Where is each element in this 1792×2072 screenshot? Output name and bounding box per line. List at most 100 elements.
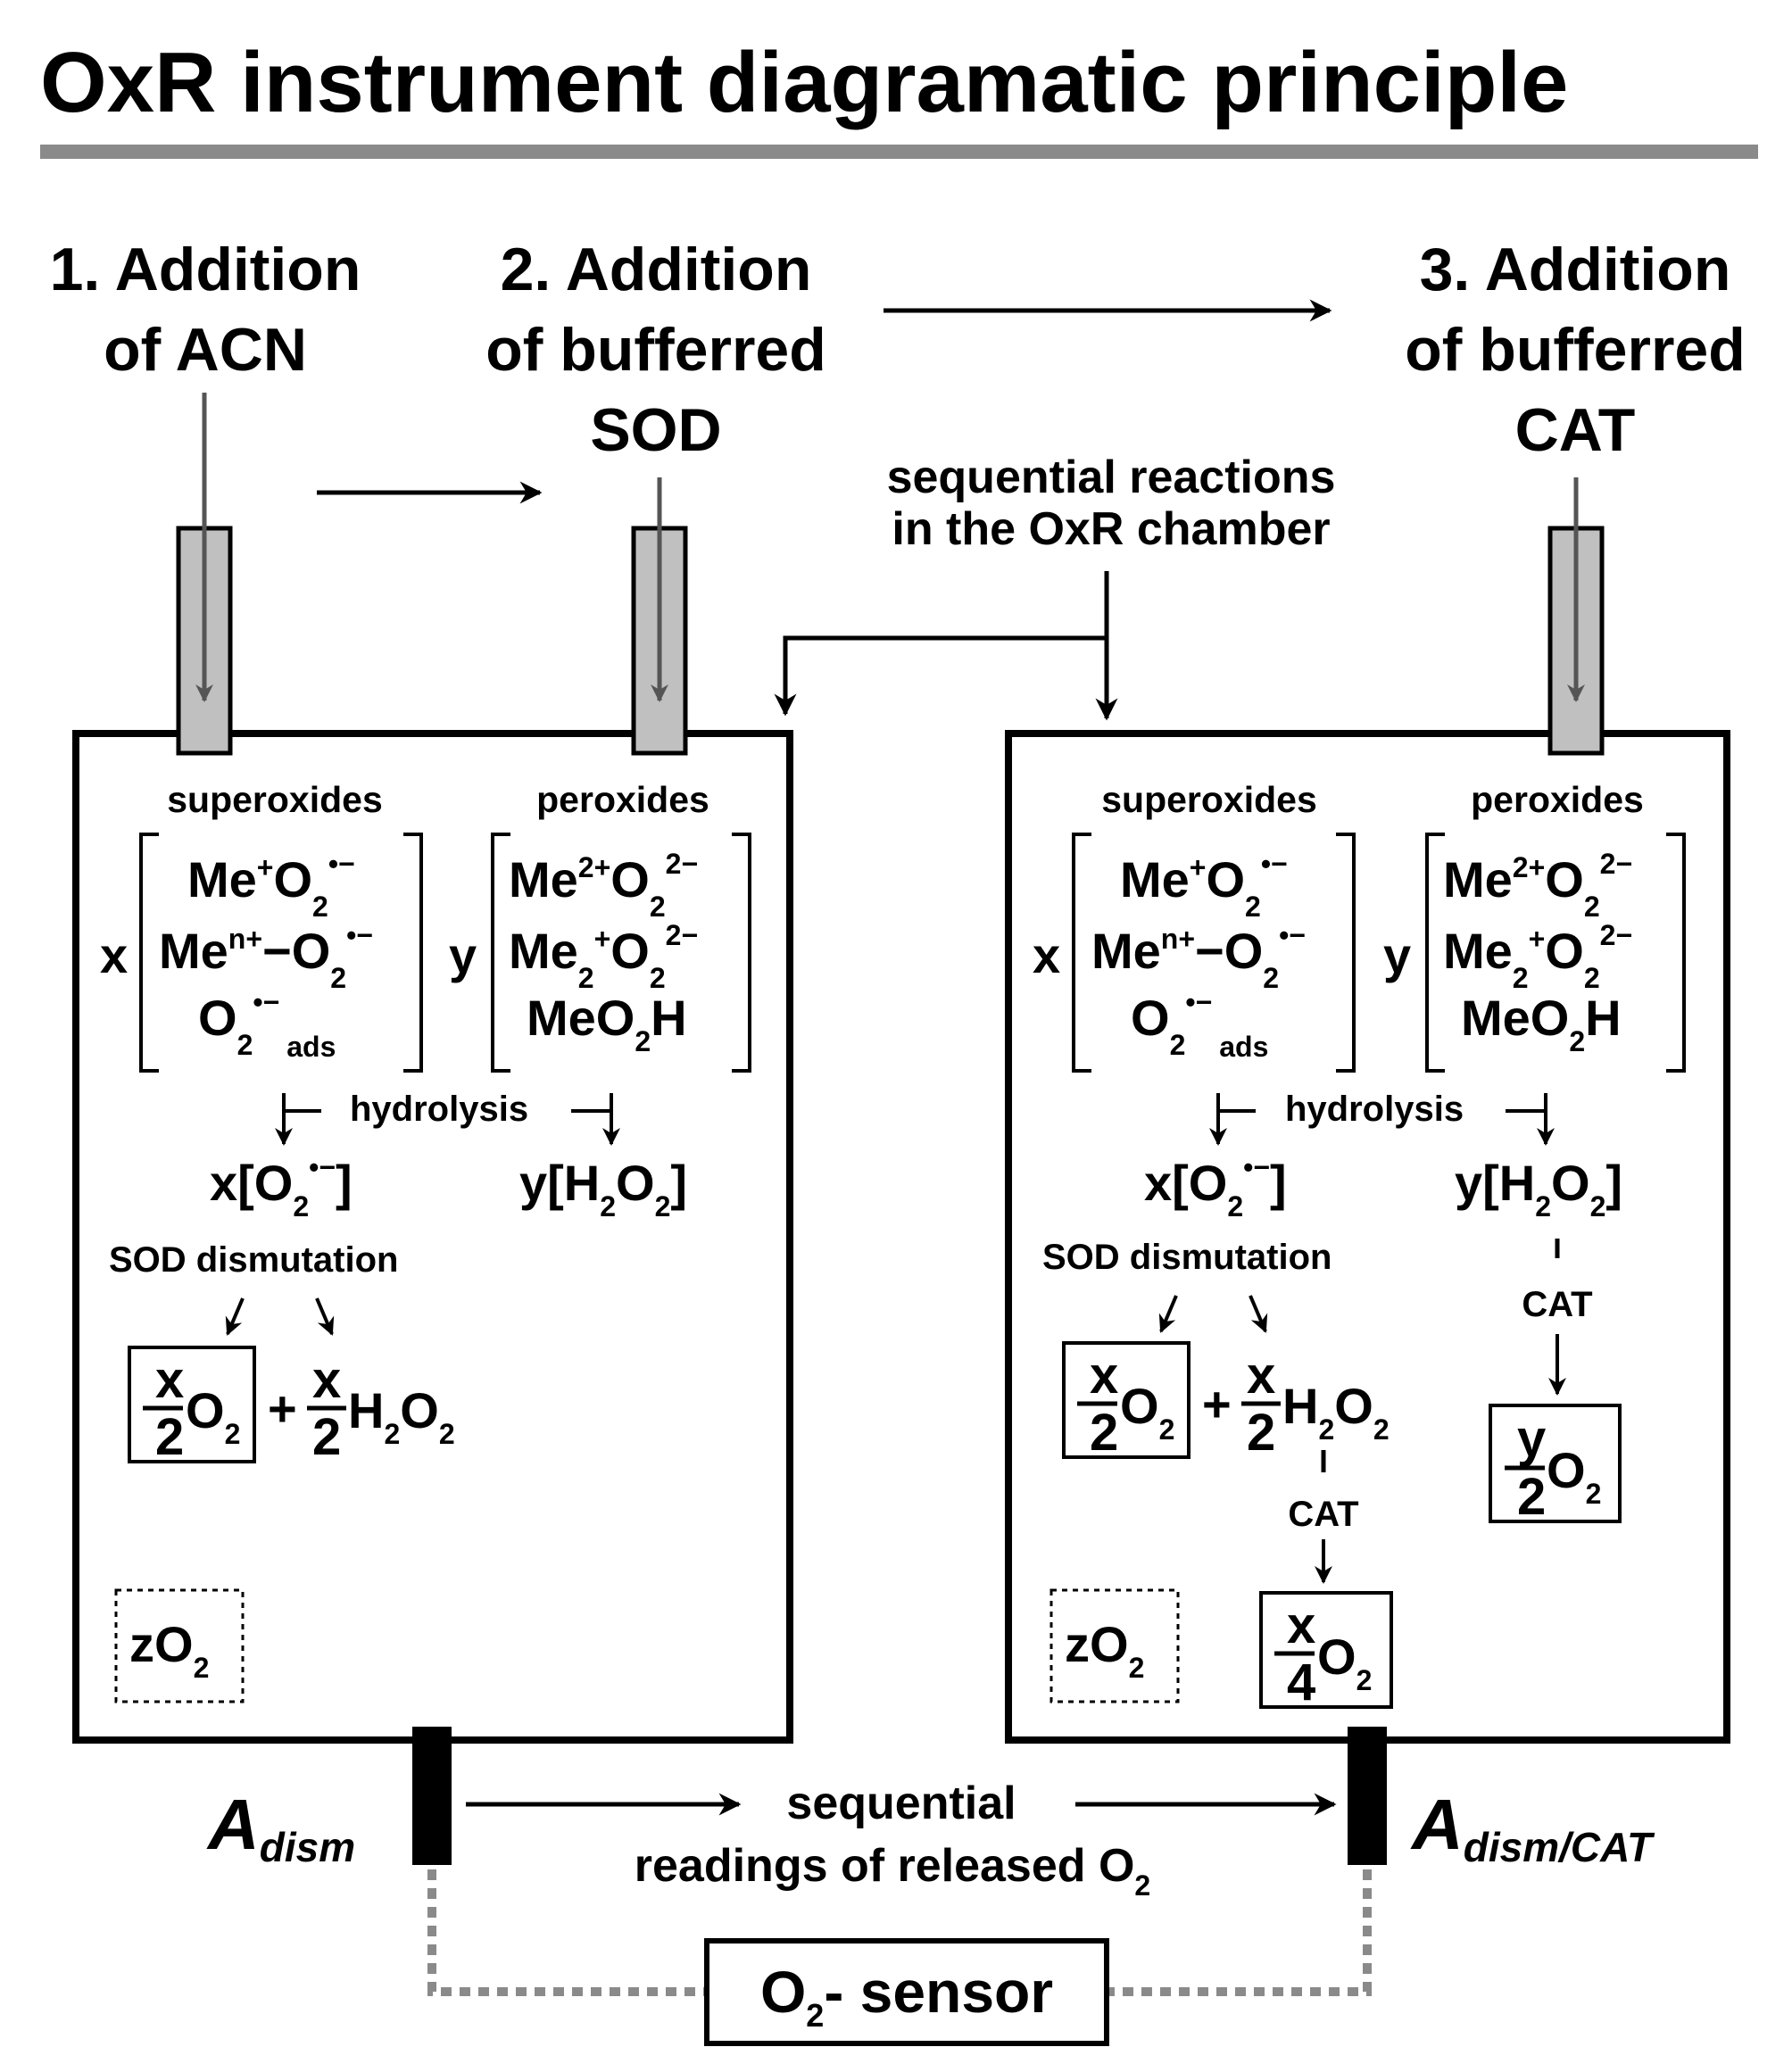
svg-text:+: + xyxy=(1202,1376,1232,1432)
svg-text:y: y xyxy=(1383,927,1411,983)
cat-label-dismutation: CAT xyxy=(1288,1495,1358,1534)
chamber-2-content: superoxides peroxides x Me+O2•− Men+−O2•… xyxy=(1033,779,1686,1711)
peroxides-heading: peroxides xyxy=(536,779,709,820)
arrow-to-chamber-1 xyxy=(774,571,1109,717)
svg-text:4: 4 xyxy=(1287,1653,1315,1711)
page-title: OxR instrument diagramatic principle xyxy=(40,35,1568,130)
svg-text:x: x xyxy=(1287,1596,1315,1654)
superoxide-species-2: Men+−O2•− xyxy=(159,919,373,994)
y-peroxide-term: y[H2O2] xyxy=(519,1155,687,1222)
released-o2-box-2: x 2 O2 xyxy=(1062,1341,1191,1462)
a-dism-label: Adism xyxy=(206,1785,355,1870)
dismutation-arrow-right xyxy=(315,1297,335,1336)
svg-text:in the OxR chamber: in the OxR chamber xyxy=(892,503,1330,555)
svg-text:SOD dismutation: SOD dismutation xyxy=(1042,1238,1332,1277)
sod-dismutation-label: SOD dismutation xyxy=(109,1240,398,1280)
svg-text:O2: O2 xyxy=(1120,1378,1174,1446)
hydrolysis-arrow-left xyxy=(284,1093,321,1144)
hydrolysis-label: hydrolysis xyxy=(350,1090,528,1129)
svg-text:2: 2 xyxy=(155,1408,184,1466)
svg-text:2: 2 xyxy=(1090,1404,1118,1462)
o2-sensor: O2- sensor xyxy=(704,1938,1109,2046)
left-bracket xyxy=(139,833,159,1073)
svg-text:Me2+O22−: Me2+O22− xyxy=(1443,919,1632,994)
svg-text:O2: O2 xyxy=(1317,1629,1372,1696)
a-dism-cat-label: Adism/CAT xyxy=(1410,1785,1655,1870)
cat-label-peroxides: CAT xyxy=(1522,1285,1592,1324)
svg-text:CAT: CAT xyxy=(1515,396,1636,464)
y-coefficient: y xyxy=(449,927,477,983)
step-3-label: 3. Addition of bufferred CAT xyxy=(1405,236,1746,464)
injector-cat xyxy=(1547,477,1605,756)
sensor-connector-left xyxy=(427,1869,705,1996)
readings-label: sequential readings of released O2 xyxy=(635,1778,1150,1902)
svg-text:2: 2 xyxy=(1517,1468,1546,1526)
x-superoxide-term: x[O2•−] xyxy=(210,1151,353,1222)
svg-text:sequential: sequential xyxy=(786,1778,1016,1829)
svg-text:x: x xyxy=(1247,1347,1275,1405)
sensor-port-1 xyxy=(412,1727,452,1865)
x-coefficient: x xyxy=(100,927,128,983)
svg-text:y[H2O2]: y[H2O2] xyxy=(1455,1155,1622,1222)
title-rule xyxy=(40,145,1758,159)
injector-sod xyxy=(631,477,688,756)
x4-released-o2-box: x 4 O2 xyxy=(1259,1591,1393,1711)
svg-text:y: y xyxy=(1517,1410,1546,1468)
svg-text:2. Addition: 2. Addition xyxy=(501,236,812,303)
superoxides-heading: superoxides xyxy=(167,779,383,820)
svg-text:O2: O2 xyxy=(1547,1442,1601,1510)
step-2-label: 2. Addition of bufferred SOD xyxy=(485,236,826,464)
peroxide-species-1: Me2+O22− xyxy=(509,848,698,923)
svg-text:zO2: zO2 xyxy=(129,1616,209,1684)
peroxide-species-2: Me2+O22− xyxy=(509,919,698,994)
svg-text:2: 2 xyxy=(312,1408,341,1466)
dismutation-arrow-left xyxy=(225,1297,245,1336)
svg-text:Me+O2•−: Me+O2•− xyxy=(1120,848,1288,923)
superoxide-species-3: O2•−ads xyxy=(198,986,336,1063)
svg-text:x: x xyxy=(312,1351,341,1409)
svg-text:3. Addition: 3. Addition xyxy=(1420,236,1731,303)
chamber-1-content: superoxides peroxides x Me+O2•− Men+−O2•… xyxy=(100,779,751,1703)
svg-text:x: x xyxy=(1090,1347,1118,1405)
svg-text:x: x xyxy=(1033,927,1060,983)
svg-text:readings of released O2: readings of released O2 xyxy=(635,1840,1150,1902)
peroxides-heading-2: peroxides xyxy=(1471,779,1644,820)
svg-text:O2- sensor: O2- sensor xyxy=(760,1959,1053,2034)
svg-text:of bufferred: of bufferred xyxy=(1405,316,1746,384)
injector-acn xyxy=(176,393,233,756)
step-1-label: 1. Addition of ACN xyxy=(50,236,361,384)
svg-text:2: 2 xyxy=(1247,1404,1275,1462)
svg-text:x: x xyxy=(155,1351,184,1409)
svg-text:H2O2: H2O2 xyxy=(348,1382,455,1450)
svg-text:hydrolysis: hydrolysis xyxy=(1285,1090,1464,1129)
svg-text:O2: O2 xyxy=(186,1382,240,1450)
sensor-connector-right xyxy=(1107,1869,1372,1996)
svg-text:O2•−ads: O2•−ads xyxy=(1131,986,1268,1063)
svg-text:of ACN: of ACN xyxy=(104,316,307,384)
plus-sign: + xyxy=(268,1380,297,1437)
peroxide-species-3: MeO2H xyxy=(527,990,687,1057)
sensor-port-2 xyxy=(1348,1727,1387,1865)
svg-text:zO2: zO2 xyxy=(1065,1616,1144,1684)
superoxides-heading-2: superoxides xyxy=(1101,779,1317,820)
released-o2-box: x 2 O2 xyxy=(128,1346,256,1466)
svg-text:MeO2H: MeO2H xyxy=(1461,990,1622,1057)
z-o2-box: zO2 xyxy=(114,1588,245,1703)
superoxide-species-1: Me+O2•− xyxy=(187,848,355,923)
sequential-reactions-label: sequential reactions in the OxR chamber xyxy=(887,452,1336,555)
svg-text:x[O2•−]: x[O2•−] xyxy=(1144,1151,1287,1222)
svg-text:Men+−O2•−: Men+−O2•− xyxy=(1091,919,1306,994)
svg-text:sequential reactions: sequential reactions xyxy=(887,452,1336,503)
svg-text:of bufferred: of bufferred xyxy=(485,316,826,384)
y-released-o2-box: y 2 O2 xyxy=(1489,1404,1622,1526)
svg-text:SOD: SOD xyxy=(590,396,721,464)
right-bracket xyxy=(403,833,423,1073)
svg-text:H2O2: H2O2 xyxy=(1282,1378,1390,1446)
svg-text:Me2+O22−: Me2+O22− xyxy=(1443,848,1632,923)
z-o2-box-2: zO2 xyxy=(1049,1588,1180,1703)
h2o2-term: x 2 H2O2 xyxy=(307,1351,455,1466)
svg-text:1. Addition: 1. Addition xyxy=(50,236,361,303)
hydrolysis-arrow-right xyxy=(571,1093,611,1144)
